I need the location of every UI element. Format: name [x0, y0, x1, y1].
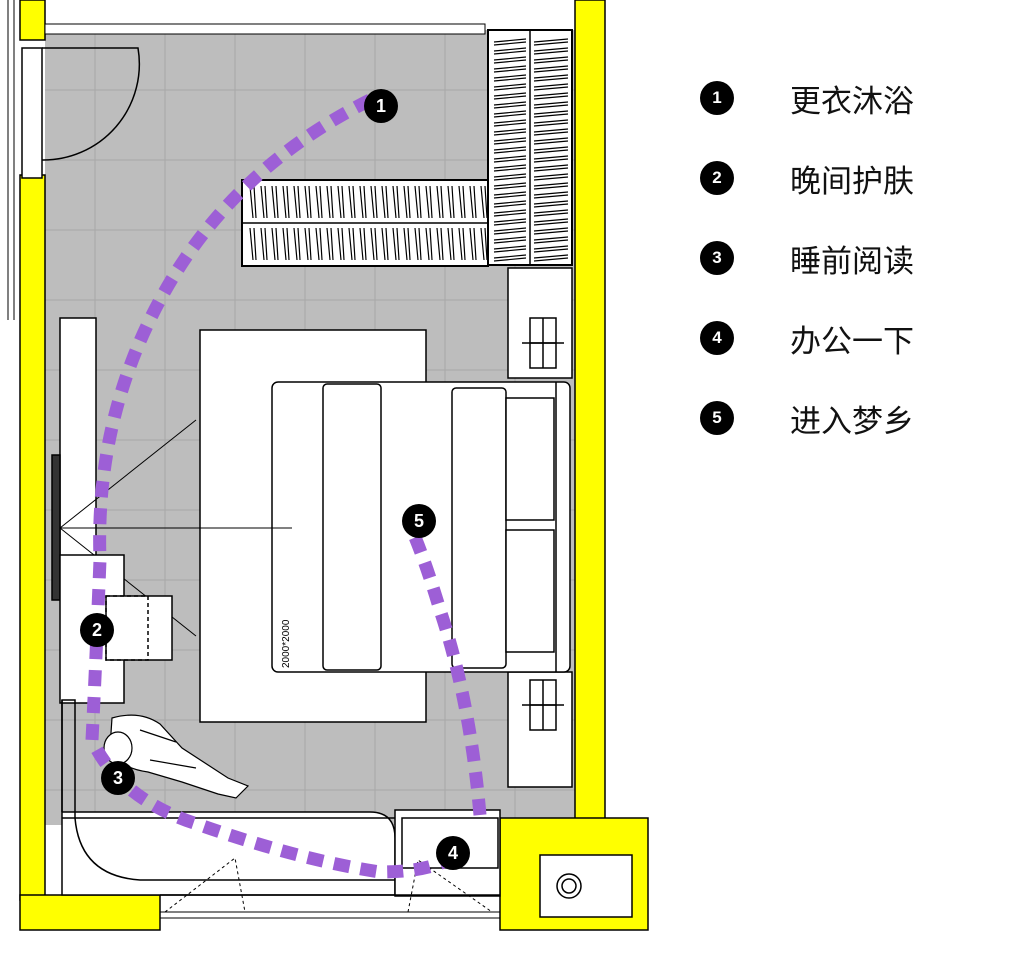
route-marker-3: 3: [101, 761, 135, 795]
legend-label: 办公一下: [790, 323, 914, 360]
wall-trim: [7, 0, 15, 320]
route-segment: [406, 527, 487, 816]
route-segment: [85, 94, 467, 879]
nightstand-top: [507, 267, 573, 379]
legend-item: 3 睡前阅读: [700, 238, 914, 280]
walls: [19, 0, 649, 931]
nightstand-bottom: [507, 671, 573, 788]
bed-size-label: 2000*2000: [281, 619, 292, 668]
svg-text:3: 3: [113, 768, 123, 788]
legend-number: 5: [700, 401, 734, 435]
svg-text:2: 2: [92, 620, 102, 640]
route-marker-5: 5: [402, 504, 436, 538]
reading-person: [103, 714, 250, 799]
wardrobe-middle: [241, 179, 489, 267]
legend-number: 4: [700, 321, 734, 355]
svg-text:5: 5: [414, 511, 424, 531]
wardrobe-top: [44, 23, 486, 35]
legend-label: 睡前阅读: [790, 243, 914, 280]
route-marker-4: 4: [436, 836, 470, 870]
legend-item: 5 进入梦乡: [700, 398, 914, 440]
legend-label: 晚间护肤: [790, 163, 914, 200]
svg-text:4: 4: [448, 843, 458, 863]
legend-label: 进入梦乡: [790, 403, 914, 440]
floor-drain: [539, 854, 633, 918]
route-marker-1: 1: [364, 89, 398, 123]
wardrobe-right: [487, 29, 573, 266]
legend-item: 4 办公一下: [700, 318, 914, 360]
legend-item: 2 晚间护肤: [700, 158, 914, 200]
legend-number: 3: [700, 241, 734, 275]
route-marker-2: 2: [80, 613, 114, 647]
legend-number: 1: [700, 81, 734, 115]
legend-item: 1 更衣沐浴: [700, 78, 914, 120]
entry-door: [21, 29, 150, 179]
svg-text:1: 1: [376, 96, 386, 116]
tv-cabinet: [51, 317, 292, 637]
legend-label: 更衣沐浴: [790, 83, 914, 120]
balcony-doors: [160, 857, 500, 919]
legend-number: 2: [700, 161, 734, 195]
route-path: [85, 94, 487, 879]
